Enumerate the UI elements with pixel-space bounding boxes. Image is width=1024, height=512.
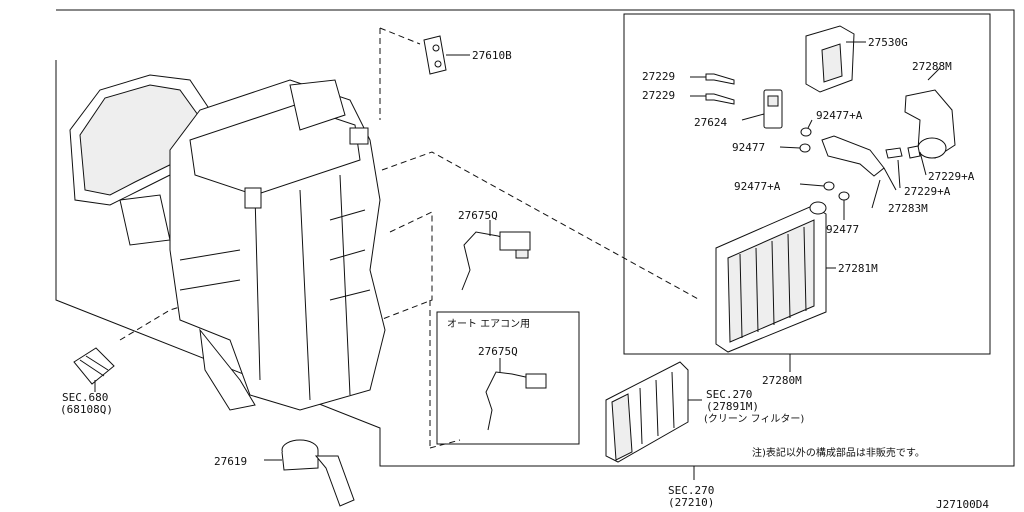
auto-aircon-frame	[436, 311, 580, 445]
label-27229A-lower: 27229+A	[904, 185, 951, 198]
diagram-id: J27100D4	[936, 498, 989, 511]
label-92477-upper: 92477	[732, 141, 765, 154]
label-27288M: 27288M	[912, 60, 952, 73]
label-auto-aircon: オート エアコン用	[447, 318, 530, 330]
hvac-unit	[69, 74, 386, 411]
label-27283M: 27283M	[888, 202, 928, 215]
sensor-27675Q-1	[461, 220, 531, 291]
label-sec270-filter-part: (27891M)	[706, 400, 759, 413]
label-27624: 27624	[694, 116, 727, 129]
bolts-27229	[690, 73, 735, 105]
label-sec270-case: SEC.270	[668, 484, 714, 497]
label-27229A-upper: 27229+A	[928, 170, 975, 183]
label-92477A-upper: 92477+A	[816, 109, 863, 122]
label-27610B: 27610B	[472, 49, 512, 62]
valve-27624	[741, 89, 783, 129]
pipe-27283M	[821, 135, 897, 209]
label-sec270-case-part: (27210)	[668, 496, 714, 509]
label-27229-lower: 27229	[642, 89, 675, 102]
bracket-sec680	[73, 347, 115, 392]
label-27530G: 27530G	[868, 36, 908, 49]
label-27280M: 27280M	[762, 374, 802, 387]
main-frame	[55, 9, 1015, 467]
dashed-lines	[119, 27, 701, 449]
label-note: 注)表記以外の構成部品は非販売です。	[752, 446, 925, 459]
label-27229-upper: 27229	[642, 70, 675, 83]
label-27675Q-lower: 27675Q	[478, 345, 518, 358]
label-92477-lower: 92477	[826, 223, 859, 236]
o-rings	[779, 119, 850, 220]
evaporator-27281M	[715, 201, 836, 353]
label-27675Q-upper: 27675Q	[458, 209, 498, 222]
label-sec680: SEC.680	[62, 391, 108, 404]
bracket-27530G	[805, 25, 866, 93]
label-sec270-filter: SEC.270	[706, 388, 752, 401]
hose-27288M	[904, 67, 956, 159]
bracket-27610B	[423, 35, 470, 75]
label-27281M: 27281M	[838, 262, 878, 275]
bolts-27229A	[885, 145, 927, 189]
aspirator-27619	[264, 439, 355, 507]
label-92477A-lower: 92477+A	[734, 180, 781, 193]
label-27619: 27619	[214, 455, 247, 468]
label-sec270-filter-desc: (クリーン フィルター)	[704, 413, 804, 425]
label-sec680-part: (68108Q)	[60, 403, 113, 416]
filter-27891M	[605, 361, 702, 463]
sensor-27675Q-2	[485, 358, 547, 431]
evaporator-frame	[623, 13, 991, 355]
